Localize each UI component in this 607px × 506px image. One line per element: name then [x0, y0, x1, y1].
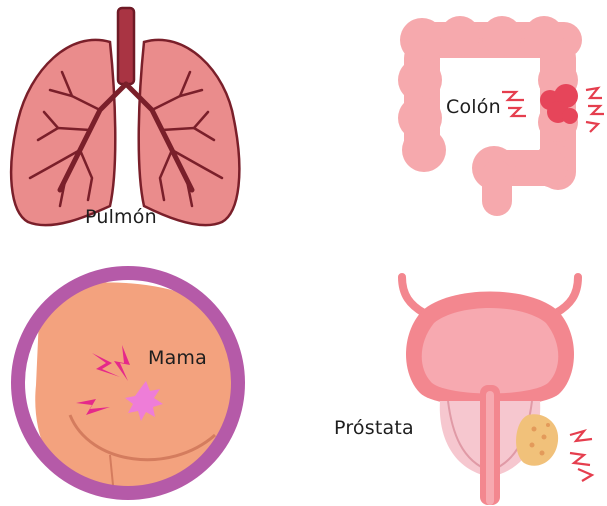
breast-panel: Mama: [0, 265, 260, 506]
lungs-panel: Pulmón: [0, 0, 300, 250]
colon-panel: Colón: [390, 0, 607, 250]
pain-spark-icon: [570, 431, 592, 481]
tumor-icon: [516, 414, 558, 466]
prostate-label: Próstata: [334, 417, 414, 439]
colon-illustration: [390, 0, 607, 250]
colon-label: Colón: [446, 96, 501, 118]
breast-label: Mama: [148, 347, 207, 369]
prostate-panel: Próstata: [330, 265, 607, 506]
prostate-illustration: [330, 265, 607, 506]
lungs-label: Pulmón: [85, 206, 157, 228]
breast-illustration: [0, 265, 260, 506]
